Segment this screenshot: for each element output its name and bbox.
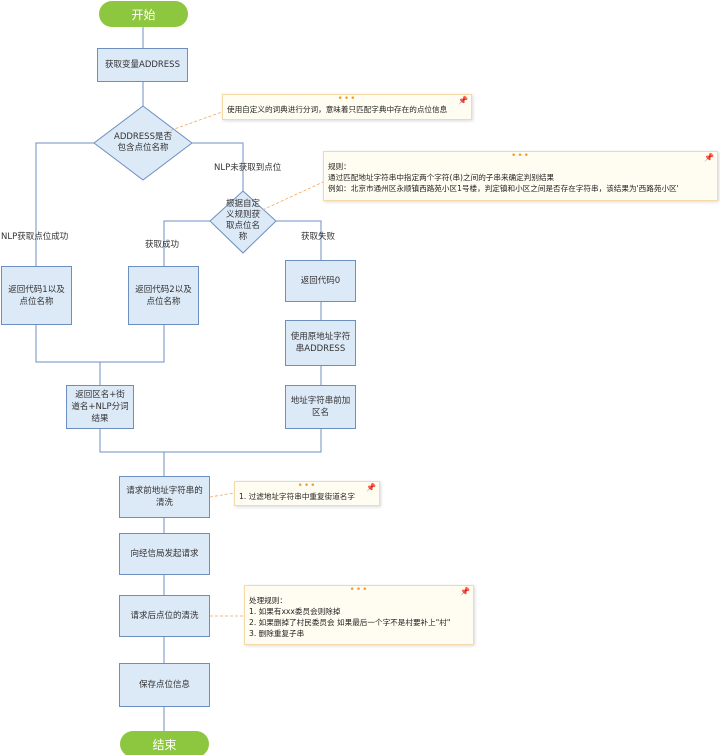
return-district-box: 返回区名+街道名+NLP分词结果 — [66, 385, 134, 429]
note3-connector — [209, 492, 235, 498]
ellipsis-icon: ••• — [297, 481, 317, 491]
note-post-clean: ••• 📌 处理规则： 1. 如果有xxx委员会则除掉 2. 如果删掉了村民委员… — [244, 585, 474, 645]
note-line: 规则： — [328, 162, 351, 171]
label-nlp-fail: NLP未获取到点位 — [214, 163, 282, 173]
label-regex-success: 获取成功 — [145, 240, 180, 250]
post-clean-box: 请求后点位的清洗 — [119, 595, 210, 637]
pin-icon: 📌 — [704, 153, 714, 162]
edge-d2-right — [275, 220, 322, 260]
pin-icon: 📌 — [460, 587, 470, 596]
end-node: 结束 — [120, 731, 209, 755]
send-request-box: 向经信局发起请求 — [119, 533, 210, 575]
edge-d1-right — [191, 142, 244, 191]
note-line: 通过匹配地址字符串中指定两个字符(串)之间的子串来确定判别结果 — [328, 173, 555, 182]
ellipsis-icon: ••• — [511, 151, 530, 161]
edge-d2-left — [163, 220, 210, 266]
note2-connector — [257, 181, 324, 213]
label-regex-fail: 获取失败 — [301, 232, 336, 242]
edge-d1-left — [35, 142, 94, 266]
save-box: 保存点位信息 — [119, 663, 210, 707]
note-line: 使用自定义的词典进行分词，意味着只匹配字典中存在的点位信息 — [227, 105, 448, 114]
note-line: 2. 如果删掉了村民委员会 如果最后一个字不是村要补上"村" — [249, 618, 451, 627]
return-code0-box: 返回代码0 — [285, 260, 356, 302]
note-line: 1. 如果有xxx委员会则除掉 — [249, 607, 341, 616]
return-code2-box: 返回代码2以及点位名称 — [128, 266, 199, 325]
note-line: 例如：北京市通州区永顺镇西路苑小区1号楼，判定镇和小区之间是否存在字符串，该结果… — [328, 184, 679, 193]
label-nlp-success: NLP获取点位成功 — [1, 232, 69, 242]
prepend-district-box: 地址字符串前加区名 — [285, 385, 356, 429]
ellipsis-icon: ••• — [349, 585, 369, 595]
use-original-box: 使用原地址字符串ADDRESS — [285, 320, 356, 366]
note-line: 1. 过滤地址字符串中重复街道名字 — [239, 492, 355, 501]
note-dictionary: ••• 📌 使用自定义的词典进行分词，意味着只匹配字典中存在的点位信息 — [222, 94, 472, 120]
edge-merge-left — [35, 325, 165, 363]
note-line: 3. 删除重复子串 — [249, 629, 305, 638]
get-address-box: 获取变量ADDRESS — [97, 48, 188, 82]
pin-icon: 📌 — [366, 483, 376, 492]
decision-diamond-2 — [209, 190, 277, 254]
ellipsis-icon: ••• — [337, 94, 357, 104]
start-node: 开始 — [99, 1, 188, 27]
pin-icon: 📌 — [458, 96, 468, 105]
note-pre-clean: ••• 📌 1. 过滤地址字符串中重复街道名字 — [234, 481, 380, 506]
note-line: 处理规则： — [249, 596, 287, 605]
return-code1-box: 返回代码1以及点位名称 — [1, 266, 72, 325]
edge-merge-bottom — [99, 429, 322, 453]
note-regex-rule: ••• 📌 规则： 通过匹配地址字符串中指定两个字符(串)之间的子串来确定判别结… — [323, 151, 718, 201]
decision-regex-text: 根据自定义规则获取点位名称 — [225, 199, 260, 242]
decision-diamond-1 — [93, 105, 193, 181]
pre-clean-box: 请求前地址字符串的清洗 — [119, 476, 210, 518]
decision-contains-text: ADDRESS是否包含点位名称 — [114, 132, 172, 153]
note1-connector — [165, 111, 223, 133]
